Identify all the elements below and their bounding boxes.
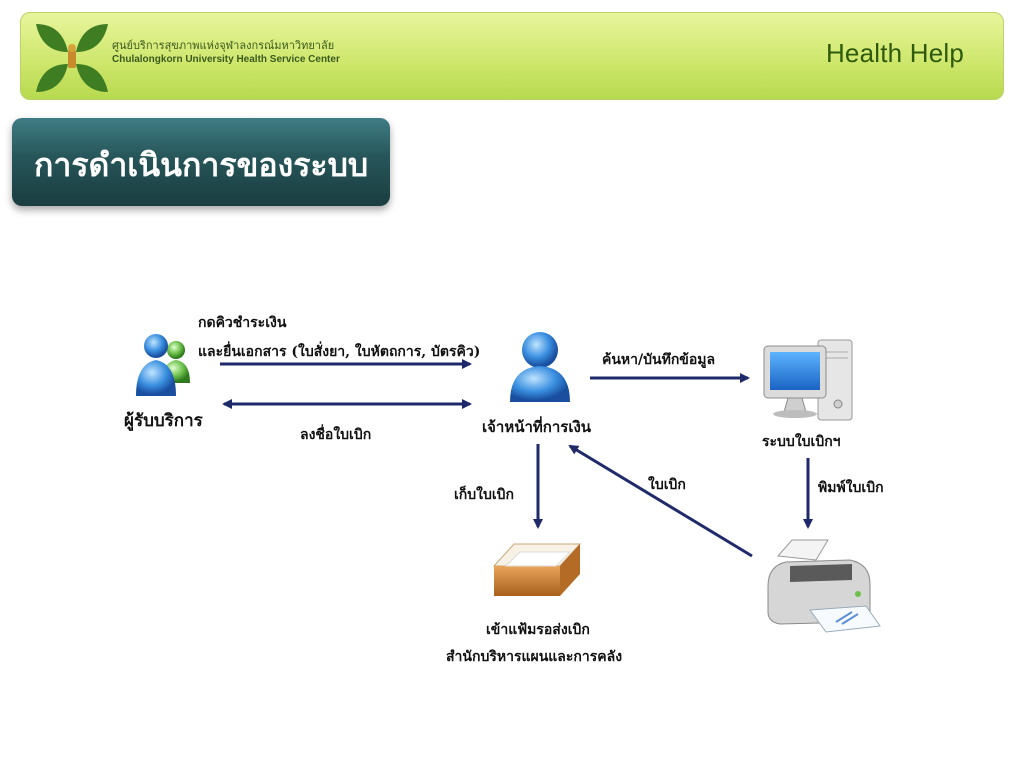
edge-label-print: พิมพ์ใบเบิก	[818, 480, 884, 496]
arrow-printer-to-cashier	[568, 444, 753, 558]
node-label-cashier: เจ้าหน้าที่การเงิน	[482, 418, 592, 436]
computer-icon	[763, 339, 853, 421]
brand-title: Health Help	[825, 38, 964, 68]
edge-label-submit-docs: และยื่นเอกสาร (ใบสั่งยา, ใบหัตถการ, บัตร…	[198, 344, 481, 360]
slide-title-box: การดำเนินการของระบบ	[12, 118, 390, 206]
node-label-system: ระบบใบเบิกฯ	[762, 434, 841, 450]
cashier-user-icon	[510, 332, 570, 402]
printer-icon	[767, 539, 881, 633]
header-bar	[20, 12, 1004, 100]
node-label-file-line2: สำนักบริหารแผนและการคลัง	[446, 649, 623, 665]
logo-text: ศูนย์บริการสุขภาพแห่งจุฬาลงกรณ์มหาวิทยาล…	[112, 40, 340, 66]
node-label-file-line1: เข้าแฟ้มรอส่งเบิก	[486, 622, 590, 638]
file-tray-icon	[492, 543, 582, 596]
edge-label-form: ใบเบิก	[648, 477, 686, 493]
edge-label-store: เก็บใบเบิก	[454, 487, 515, 503]
logo-icon	[36, 24, 108, 92]
edge-label-search-save: ค้นหา/บันทึกข้อมูล	[602, 352, 716, 368]
org-name-th: ศูนย์บริการสุขภาพแห่งจุฬาลงกรณ์มหาวิทยาล…	[112, 40, 335, 52]
edge-label-queue: กดคิวชำระเงิน	[198, 315, 287, 331]
node-label-client: ผู้รับบริการ	[124, 411, 203, 431]
edge-label-sign: ลงชื่อใบเบิก	[300, 427, 372, 443]
slide-title: การดำเนินการของระบบ	[34, 146, 369, 184]
users-icon	[136, 334, 190, 396]
org-name-en: Chulalongkorn University Health Service …	[112, 54, 340, 65]
